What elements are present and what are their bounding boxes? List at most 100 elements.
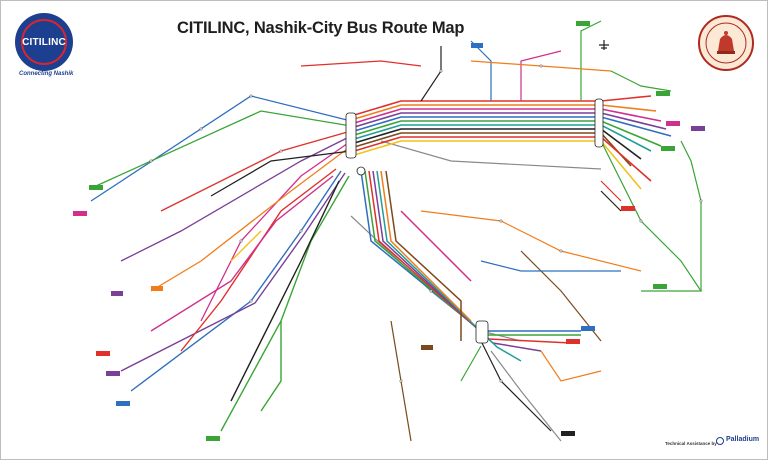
stop-dot	[149, 159, 153, 163]
route-line	[350, 140, 642, 190]
citilinc-logo: CITILINC	[15, 13, 73, 71]
route-line	[180, 168, 337, 352]
terminal-marker	[471, 43, 483, 48]
terminal-marker	[653, 284, 667, 289]
stop-dot	[639, 219, 643, 223]
route-line	[385, 170, 462, 341]
route-line	[580, 20, 602, 101]
route-line	[120, 135, 352, 262]
terminal-marker	[581, 326, 595, 331]
route-line	[350, 128, 642, 160]
stop-dot	[399, 379, 403, 383]
interchange-hub	[345, 112, 357, 159]
route-group-grey	[350, 140, 602, 342]
route-line	[350, 116, 672, 137]
terminal-marker	[96, 351, 110, 356]
logo-ring: CITILINC	[21, 19, 67, 65]
route-line	[480, 260, 621, 272]
route-line	[120, 172, 346, 372]
palladium-logo	[716, 437, 724, 445]
stop-dot	[429, 289, 433, 293]
route-line	[520, 50, 562, 101]
route-line	[460, 345, 482, 382]
route-line	[364, 170, 581, 336]
route-group-southwest	[120, 168, 350, 432]
stop-dots	[149, 64, 703, 383]
footer-label: Technical Assistance by	[665, 441, 717, 446]
terminal-marker	[151, 286, 163, 291]
route-line	[350, 112, 667, 130]
route-line	[376, 170, 522, 362]
stop-dot	[439, 69, 443, 73]
stop-dot	[499, 379, 503, 383]
route-line	[420, 210, 642, 272]
route-line	[600, 140, 703, 292]
logo-text: CITILINC	[22, 36, 66, 48]
route-line	[380, 170, 472, 322]
route-line	[368, 170, 572, 344]
route-line	[610, 70, 672, 92]
route-line	[230, 230, 262, 262]
terminal-marker	[106, 371, 120, 376]
terminal-marker	[566, 339, 580, 344]
terminal-markers	[73, 21, 705, 441]
route-group-eastside	[420, 140, 703, 342]
stop-dot	[279, 149, 283, 153]
route-line	[680, 140, 702, 291]
terminal-marker	[116, 401, 130, 406]
route-line	[150, 175, 334, 332]
stop-dot	[249, 299, 253, 303]
municipal-seal	[698, 15, 754, 71]
interchange-hubs	[345, 98, 604, 344]
stop-dot	[699, 199, 703, 203]
route-line	[300, 60, 422, 67]
terminal-marker	[656, 91, 670, 96]
route-group-southeast	[360, 170, 581, 362]
route-line	[350, 120, 662, 147]
terminal-marker	[73, 211, 87, 216]
stop-dot	[249, 94, 253, 98]
route-line	[260, 321, 282, 412]
route-line	[470, 40, 492, 101]
interchange-hub	[594, 98, 604, 148]
terminal-marker	[576, 21, 590, 26]
airport-icon	[599, 40, 609, 50]
stop-dot	[499, 219, 503, 223]
stop-dot	[299, 229, 303, 233]
interchange-hub	[356, 166, 366, 176]
stop-dot	[559, 249, 563, 253]
route-line	[372, 170, 542, 352]
route-line	[600, 180, 622, 202]
terminal-marker	[561, 431, 575, 436]
route-line	[350, 136, 652, 182]
route-line	[210, 150, 352, 197]
stop-dot	[199, 127, 203, 131]
route-line	[130, 170, 342, 392]
route-line	[200, 140, 352, 322]
route-line	[150, 145, 352, 292]
terminal-marker	[621, 206, 635, 211]
route-line	[490, 350, 562, 442]
route-line	[480, 340, 552, 432]
stop-dot	[539, 64, 543, 68]
route-line	[420, 46, 442, 102]
route-line	[350, 124, 652, 152]
terminal-marker	[421, 345, 433, 350]
route-line	[520, 250, 602, 342]
route-line	[350, 95, 652, 117]
route-line	[540, 350, 602, 382]
footer-brand: Palladium	[726, 436, 760, 443]
interchange-hub	[475, 320, 489, 344]
stop-dot	[239, 239, 243, 243]
route-line	[350, 104, 657, 121]
route-line	[360, 170, 581, 332]
tagline: Connecting Nashik	[19, 71, 74, 77]
route-line	[400, 210, 472, 282]
route-line	[230, 180, 340, 402]
route-line	[90, 95, 352, 202]
route-line	[350, 132, 632, 167]
route-line	[380, 140, 602, 170]
seal-graphic	[705, 22, 747, 64]
terminal-marker	[206, 436, 220, 441]
